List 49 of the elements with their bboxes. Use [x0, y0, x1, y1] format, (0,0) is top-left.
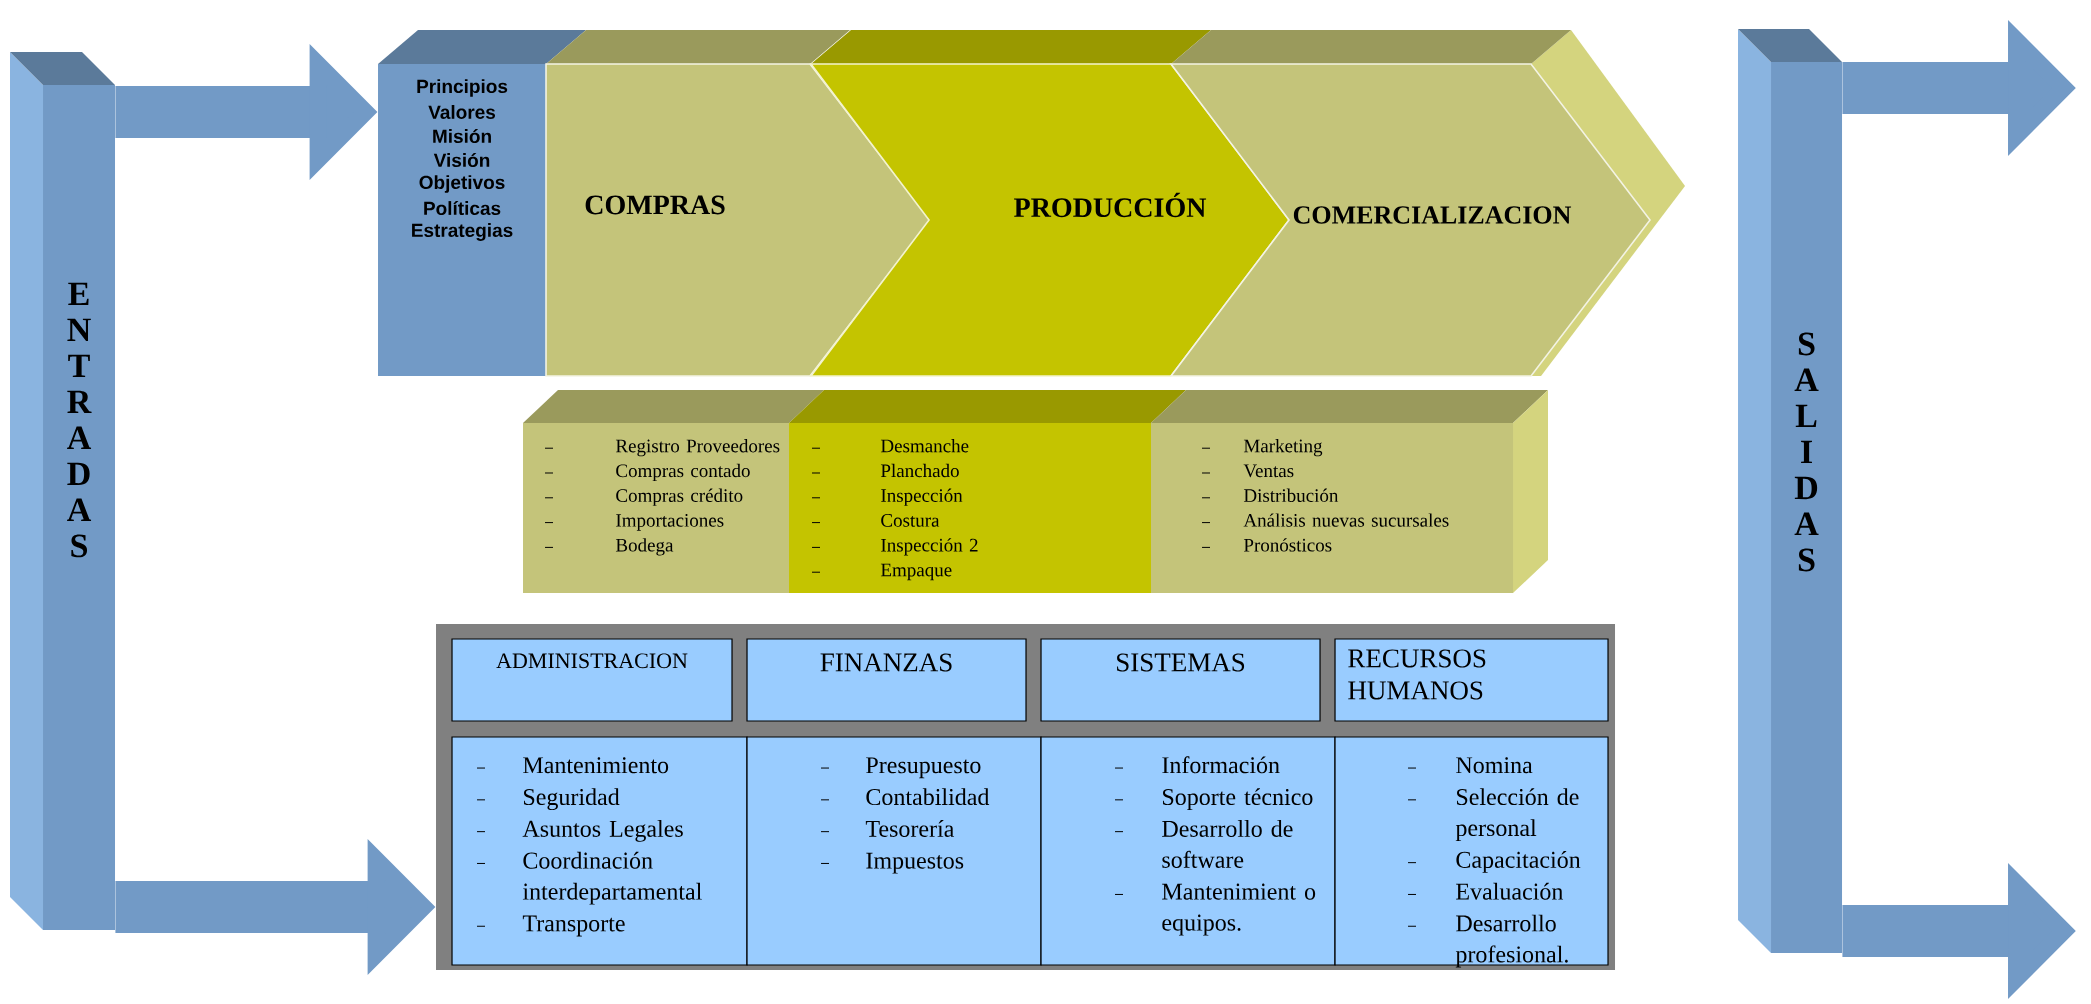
list-item: Desarrollo profesional.	[1455, 914, 1568, 968]
department-header: RECURSOS HUMANOS	[1334, 638, 1609, 722]
list-item: Costura	[881, 514, 940, 527]
department-header: ADMINISTRACION	[451, 638, 733, 722]
list-item: Desarrollo de software	[1162, 820, 1293, 868]
list-item: Desmanche	[880, 439, 969, 453]
list-item: Seguridad	[524, 788, 620, 811]
activity-box	[523, 390, 824, 593]
list-item: Transporte	[522, 915, 625, 937]
list-item: Bodega	[615, 538, 674, 556]
list-item: Evaluación	[1456, 882, 1564, 900]
list-item: Contabilidad	[866, 788, 990, 806]
list-item: Presupuesto	[866, 757, 981, 779]
list-item: Compras contado	[616, 463, 750, 482]
list-item: Coordinación interdepartamental	[522, 851, 702, 905]
entry-bar: S A L I D A S	[1738, 29, 1842, 953]
department-box	[1334, 736, 1609, 968]
list-item: Selección de personal	[1455, 788, 1579, 841]
list-item: Tesorería	[865, 820, 955, 837]
list-item: Empaque	[880, 563, 952, 581]
list-item: Planchado	[880, 463, 959, 478]
list-item: Mantenimient o equipos.	[1162, 883, 1316, 936]
activity-box	[1151, 390, 1548, 593]
list-item: Registro Proveedores	[615, 439, 780, 457]
list-item: Soporte técnico	[1163, 788, 1313, 810]
list-item: Asuntos Legales	[522, 820, 683, 842]
list-item: Capacitación	[1456, 851, 1581, 873]
list-item: Impuestos	[866, 852, 964, 874]
list-item: Inspección	[881, 488, 963, 506]
list-item: Inspección 2	[881, 538, 978, 556]
process-step: COMPRAS	[545, 30, 932, 377]
list-item: Nomina	[1456, 757, 1533, 774]
entry-bar: E N T R A D A S	[10, 52, 115, 930]
list-item: Compras crédito	[616, 488, 743, 506]
department-header: FINANZAS	[746, 638, 1027, 722]
list-item: Análisis nuevas sucursales	[1243, 513, 1449, 527]
process-step: PRODUCCIÓN	[809, 30, 1291, 377]
list-item: Mantenimiento	[523, 757, 669, 774]
list-item: Pronósticos	[1243, 538, 1332, 552]
department-box	[746, 736, 1042, 966]
list-item: Ventas	[1243, 464, 1294, 478]
list-item: Importaciones	[616, 514, 724, 531]
department-box	[1040, 736, 1336, 966]
activity-box	[789, 390, 1186, 593]
department-box	[451, 736, 748, 966]
list-item: Información	[1162, 756, 1280, 774]
list-item: Distribución	[1243, 488, 1339, 502]
department-header: SISTEMAS	[1040, 638, 1321, 722]
list-item: Marketing	[1243, 439, 1323, 457]
